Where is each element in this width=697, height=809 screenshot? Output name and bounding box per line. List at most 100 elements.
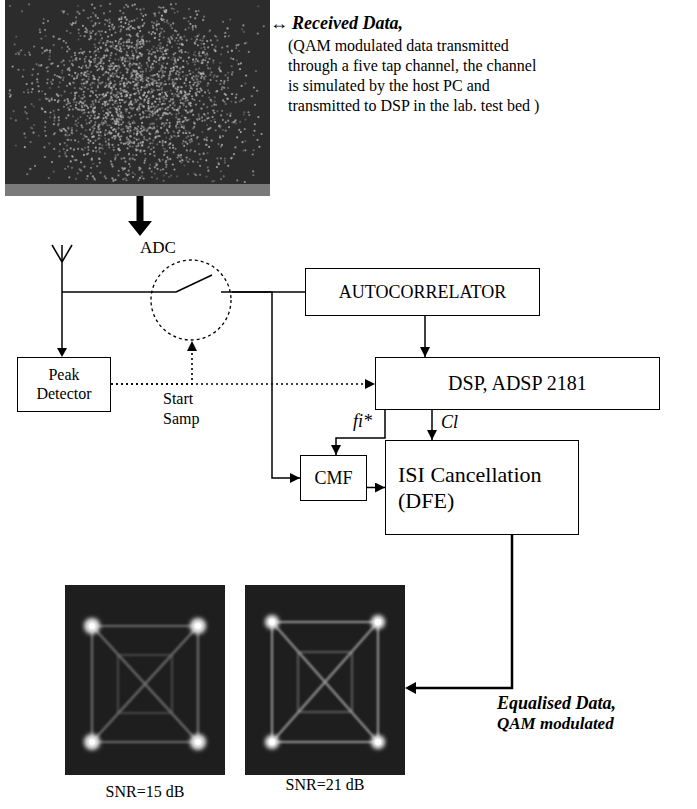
scatter-dot bbox=[162, 114, 164, 116]
scatter-dot bbox=[15, 36, 17, 38]
scatter-dot bbox=[133, 129, 135, 131]
scatter-dot bbox=[254, 123, 256, 125]
scatter-dot bbox=[65, 42, 67, 44]
scatter-dot bbox=[159, 42, 161, 44]
scatter-dot bbox=[67, 13, 69, 15]
scatter-dot bbox=[79, 100, 81, 102]
scatter-dot bbox=[243, 113, 245, 115]
scatter-dot bbox=[110, 132, 112, 134]
scatter-dot bbox=[151, 64, 153, 66]
scatter-dot bbox=[47, 20, 49, 22]
scatter-dot bbox=[242, 150, 244, 152]
scatter-dot bbox=[110, 126, 112, 128]
scatter-dot bbox=[120, 123, 122, 125]
scatter-dot bbox=[155, 118, 157, 120]
scatter-dot bbox=[56, 75, 58, 77]
scatter-dot bbox=[24, 136, 26, 138]
scatter-dot bbox=[196, 119, 198, 121]
scatter-dot bbox=[153, 80, 155, 82]
scatter-dot bbox=[122, 83, 124, 85]
scatter-dot bbox=[212, 76, 214, 78]
scatter-dot bbox=[116, 118, 118, 120]
scatter-dot bbox=[100, 147, 102, 149]
scatter-dot bbox=[95, 15, 97, 17]
scatter-dot bbox=[117, 174, 119, 176]
scatter-dot bbox=[205, 159, 207, 161]
scatter-dot bbox=[17, 69, 19, 71]
scatter-dot bbox=[120, 119, 122, 121]
scatter-dot bbox=[142, 71, 144, 73]
scatter-dot bbox=[141, 25, 143, 27]
scatter-dot bbox=[122, 178, 124, 180]
scatter-dot bbox=[105, 94, 107, 96]
scatter-dot bbox=[46, 67, 48, 69]
scatter-dot bbox=[183, 145, 185, 147]
scatter-dot bbox=[240, 131, 242, 133]
scatter-dot bbox=[186, 149, 188, 151]
scatter-dot bbox=[188, 131, 190, 133]
scatter-dot bbox=[128, 60, 130, 62]
scatter-dot bbox=[181, 51, 183, 53]
scatter-dot bbox=[128, 41, 130, 43]
scatter-dot bbox=[156, 129, 158, 131]
scatter-dot bbox=[220, 157, 222, 159]
scatter-dot bbox=[148, 31, 150, 33]
scatter-dot bbox=[93, 127, 95, 129]
scatter-dot bbox=[70, 105, 72, 107]
scatter-dot bbox=[224, 157, 226, 159]
scatter-dot bbox=[60, 61, 62, 63]
scatter-dot bbox=[23, 91, 25, 93]
scatter-dot bbox=[91, 87, 93, 89]
scatter-dot bbox=[145, 77, 147, 79]
scatter-dot bbox=[33, 45, 35, 47]
scatter-dot bbox=[121, 16, 123, 18]
scatter-dot bbox=[24, 146, 26, 148]
scatter-dot bbox=[200, 73, 202, 75]
scatter-dot bbox=[158, 39, 160, 41]
scatter-dot bbox=[182, 66, 184, 68]
scatter-dot bbox=[110, 95, 112, 97]
scatter-dot bbox=[172, 147, 174, 149]
scatter-dot bbox=[25, 83, 27, 85]
scatter-dot bbox=[82, 53, 84, 55]
scatter-dot bbox=[189, 73, 191, 75]
scatter-dot bbox=[164, 52, 166, 54]
scatter-dot bbox=[85, 129, 87, 131]
scatter-dot bbox=[41, 107, 43, 109]
scatter-dot bbox=[90, 167, 92, 169]
scatter-dot bbox=[83, 83, 85, 85]
scatter-dot bbox=[87, 149, 89, 151]
scatter-dot bbox=[194, 61, 196, 63]
scatter-dot bbox=[64, 99, 66, 101]
scatter-dot bbox=[75, 178, 77, 180]
scatter-dot bbox=[203, 113, 205, 115]
scatter-dot bbox=[126, 82, 128, 84]
scatter-dot bbox=[113, 146, 115, 148]
scatter-dot bbox=[161, 87, 163, 89]
scatter-dot bbox=[44, 93, 46, 95]
scatter-dot bbox=[112, 104, 114, 106]
scatter-dot bbox=[167, 48, 169, 50]
scatter-dot bbox=[104, 31, 106, 33]
scatter-dot bbox=[104, 152, 106, 154]
scatter-dot bbox=[170, 113, 172, 115]
scatter-dot bbox=[92, 25, 94, 27]
scatter-dot bbox=[148, 84, 150, 86]
scatter-dot bbox=[176, 175, 178, 177]
scatter-dot bbox=[207, 89, 209, 91]
scatter-dot bbox=[219, 136, 221, 138]
scatter-dot bbox=[70, 56, 72, 58]
scatter-dot bbox=[12, 65, 14, 67]
scatter-dot bbox=[147, 139, 149, 141]
scatter-dot bbox=[102, 93, 104, 95]
scatter-dot bbox=[26, 173, 28, 175]
scatter-dot bbox=[164, 150, 166, 152]
scatter-dot bbox=[71, 24, 73, 26]
scatter-dot bbox=[44, 130, 46, 132]
scatter-dot bbox=[236, 59, 238, 61]
scatter-dot bbox=[159, 101, 161, 103]
scatter-dot bbox=[71, 75, 73, 77]
scatter-dot bbox=[145, 70, 147, 72]
scatter-dot bbox=[63, 128, 65, 130]
scatter-dot bbox=[164, 50, 166, 52]
